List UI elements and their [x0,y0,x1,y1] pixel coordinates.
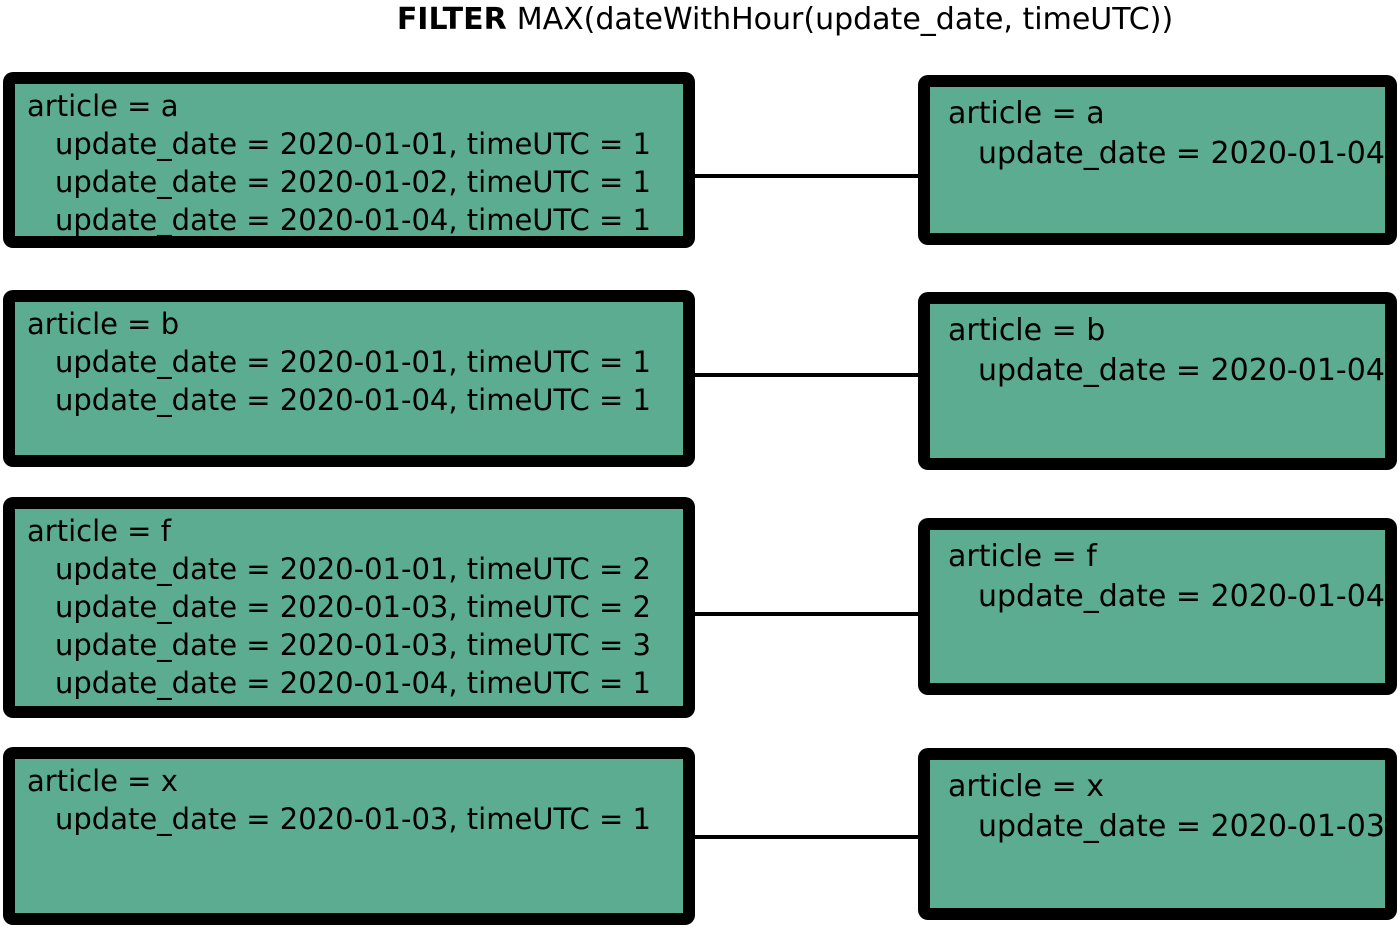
box-row: update_date = 2020-01-03, timeUTC = 3 [55,628,651,662]
box-row: update_date = 2020-01-04 [978,136,1385,171]
box-header: article = x [948,769,1105,804]
input-box-article-a: article = a update_date = 2020-01-01, ti… [3,72,695,248]
box-row: update_date = 2020-01-02, timeUTC = 1 [55,165,651,199]
output-box-article-x: article = x update_date = 2020-01-03 [918,748,1397,920]
box-row: update_date = 2020-01-01, timeUTC = 1 [55,127,651,161]
connector-line-f [695,612,918,616]
box-row: update_date = 2020-01-01, timeUTC = 2 [55,552,651,586]
output-box-article-f: article = f update_date = 2020-01-04 [918,518,1397,695]
input-box-article-b: article = b update_date = 2020-01-01, ti… [3,290,695,467]
connector-line-a [695,174,918,178]
box-header: article = b [948,313,1106,348]
box-row: update_date = 2020-01-04 [978,353,1385,388]
box-header: article = f [948,539,1097,574]
box-row: update_date = 2020-01-04, timeUTC = 1 [55,203,651,237]
connector-line-x [695,835,918,839]
box-header: article = x [27,764,178,798]
input-box-article-f: article = f update_date = 2020-01-01, ti… [3,497,695,718]
diagram-title: FILTER MAX(dateWithHour(update_date, time… [0,2,1400,38]
box-header: article = a [948,96,1105,131]
title-filter-keyword: FILTER [396,2,507,37]
box-row: update_date = 2020-01-01, timeUTC = 1 [55,345,651,379]
output-box-article-b: article = b update_date = 2020-01-04 [918,292,1397,470]
box-header: article = f [27,514,171,548]
box-row: update_date = 2020-01-04, timeUTC = 1 [55,383,651,417]
output-box-article-a: article = a update_date = 2020-01-04 [918,75,1397,245]
title-expression: MAX(dateWithHour(update_date, timeUTC)) [516,2,1174,37]
box-row: update_date = 2020-01-03, timeUTC = 2 [55,590,651,624]
box-row: update_date = 2020-01-03, timeUTC = 1 [55,802,651,836]
box-row: update_date = 2020-01-03 [978,809,1385,844]
box-header: article = a [27,89,179,123]
connector-line-b [695,373,918,377]
box-row: update_date = 2020-01-04, timeUTC = 1 [55,666,651,700]
box-header: article = b [27,307,180,341]
input-box-article-x: article = x update_date = 2020-01-03, ti… [3,747,695,925]
box-row: update_date = 2020-01-04 [978,579,1385,614]
